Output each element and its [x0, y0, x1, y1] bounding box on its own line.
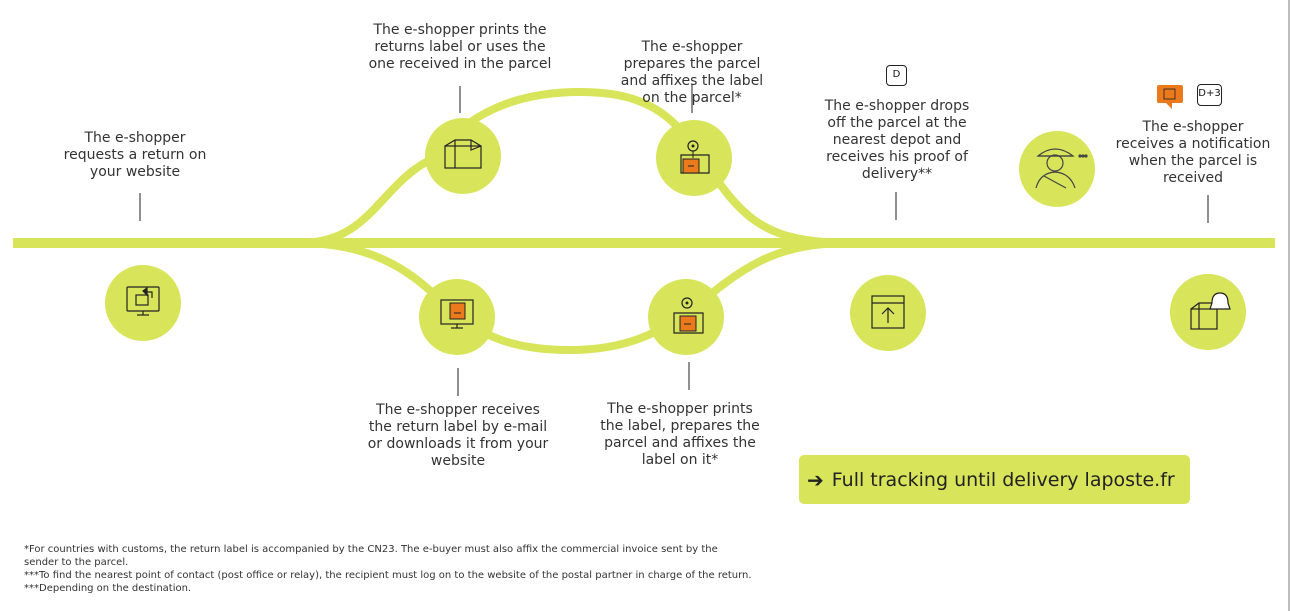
right-edge-divider: [1288, 0, 1290, 611]
step-circle-prints-top: [425, 118, 501, 194]
badge-d3: D+3: [1197, 84, 1222, 106]
full-tracking-link[interactable]: ➔ Full tracking until delivery laposte.f…: [799, 455, 1190, 504]
notification-icon: [1157, 85, 1183, 109]
arrow-right-icon: ➔: [807, 467, 824, 492]
upper-branch: [299, 87, 851, 247]
step-circle-notified: [1170, 274, 1246, 350]
monitor-parcel-icon: [440, 299, 474, 329]
footnote-destination: ***Depending on the destination.: [24, 583, 192, 594]
step-circle-prepares-top: [656, 120, 732, 196]
footnote-customs-cont: sender to the parcel.: [24, 557, 129, 568]
dropoff-box-icon: [871, 295, 905, 329]
footnote-contact: ***To find the nearest point of contact …: [24, 570, 752, 581]
parcel-label-icon: [680, 140, 710, 174]
box-open-icon: [444, 139, 482, 169]
full-tracking-text: Full tracking until delivery laposte.fr: [831, 468, 1175, 491]
postman-icon: [1035, 148, 1088, 189]
step-circle-postman: [1019, 131, 1095, 207]
badge-d: D: [886, 65, 907, 86]
monitor-return-icon: [126, 286, 160, 316]
parcel-label-icon-bottom: [673, 297, 704, 334]
step-circle-request: [105, 265, 181, 341]
footnote-customs: *For countries with customs, the return …: [24, 544, 718, 555]
box-bell-icon: [1190, 292, 1231, 330]
lower-branch: [299, 239, 851, 355]
